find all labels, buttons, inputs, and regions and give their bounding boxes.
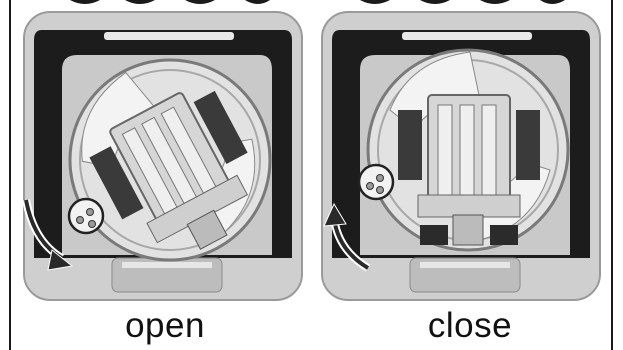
close-state-illustration xyxy=(320,0,605,310)
open-state-illustration xyxy=(22,0,307,310)
close-highlight-circle xyxy=(357,163,395,201)
curved-arrow-down-icon xyxy=(22,199,74,271)
open-highlight-circle xyxy=(67,197,105,235)
top-edge-marks xyxy=(70,0,565,4)
rotating-disc xyxy=(366,48,570,252)
open-label: open xyxy=(125,306,205,345)
close-mechanism-svg xyxy=(321,11,601,301)
top-slot xyxy=(104,32,234,40)
frame-line-right xyxy=(611,0,613,350)
top-slot xyxy=(402,32,532,40)
rotating-disc xyxy=(68,58,272,262)
close-label: close xyxy=(427,306,513,345)
frame-line-left xyxy=(9,0,11,350)
open-mechanism-svg xyxy=(22,11,303,301)
curved-arrow-up-icon xyxy=(323,202,371,272)
